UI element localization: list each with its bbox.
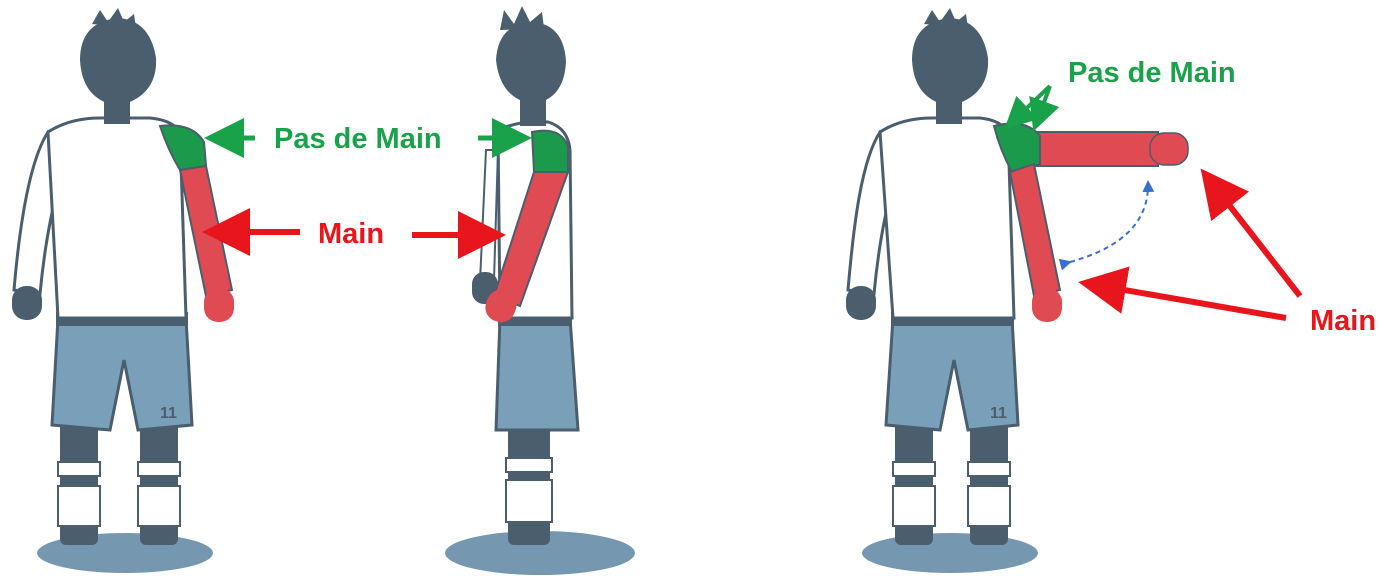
right-sock-wrap (138, 486, 180, 526)
hand-label-right: Main (1310, 305, 1376, 337)
right-sock-band (968, 462, 1010, 476)
player-side-figure (445, 6, 635, 575)
shirt (48, 118, 186, 318)
shorts (496, 318, 578, 430)
sock-band (506, 458, 552, 472)
raised-hand-red (1150, 133, 1188, 165)
right-hand-red (204, 288, 234, 322)
left-hand (12, 286, 42, 320)
left-sock-wrap (893, 486, 935, 526)
hair (500, 6, 544, 30)
raised-arm-hand-zone (1034, 132, 1158, 166)
head (912, 18, 988, 106)
shorts-number: 11 (990, 405, 1007, 422)
back-arm (480, 150, 498, 282)
head (80, 18, 156, 106)
shirt (880, 118, 1014, 318)
hand-label-center: Main (318, 218, 384, 250)
hand-arrow-to-raised (1208, 178, 1300, 296)
right-sock-wrap (968, 486, 1010, 526)
hand-arrow-to-lowered (1090, 284, 1286, 318)
right-sock-band (138, 462, 180, 476)
left-sock-band (58, 462, 100, 476)
rotation-arc-arrow (1070, 182, 1148, 262)
left-sock-wrap (58, 486, 100, 526)
shorts-number: 11 (160, 405, 177, 422)
left-hand (846, 286, 876, 320)
player-front-figure: 11 (12, 8, 234, 573)
down-hand-red (1032, 288, 1062, 322)
shoulder-no-hand-zone (532, 131, 568, 172)
sock-wrap (506, 480, 552, 522)
head (496, 22, 566, 104)
no-hand-label-right: Pas de Main (1068, 57, 1236, 89)
left-sock-band (893, 462, 935, 476)
arm-hand-zone (1010, 164, 1060, 296)
no-hand-label-center: Pas de Main (274, 123, 442, 155)
ground-shadow (862, 533, 1038, 573)
